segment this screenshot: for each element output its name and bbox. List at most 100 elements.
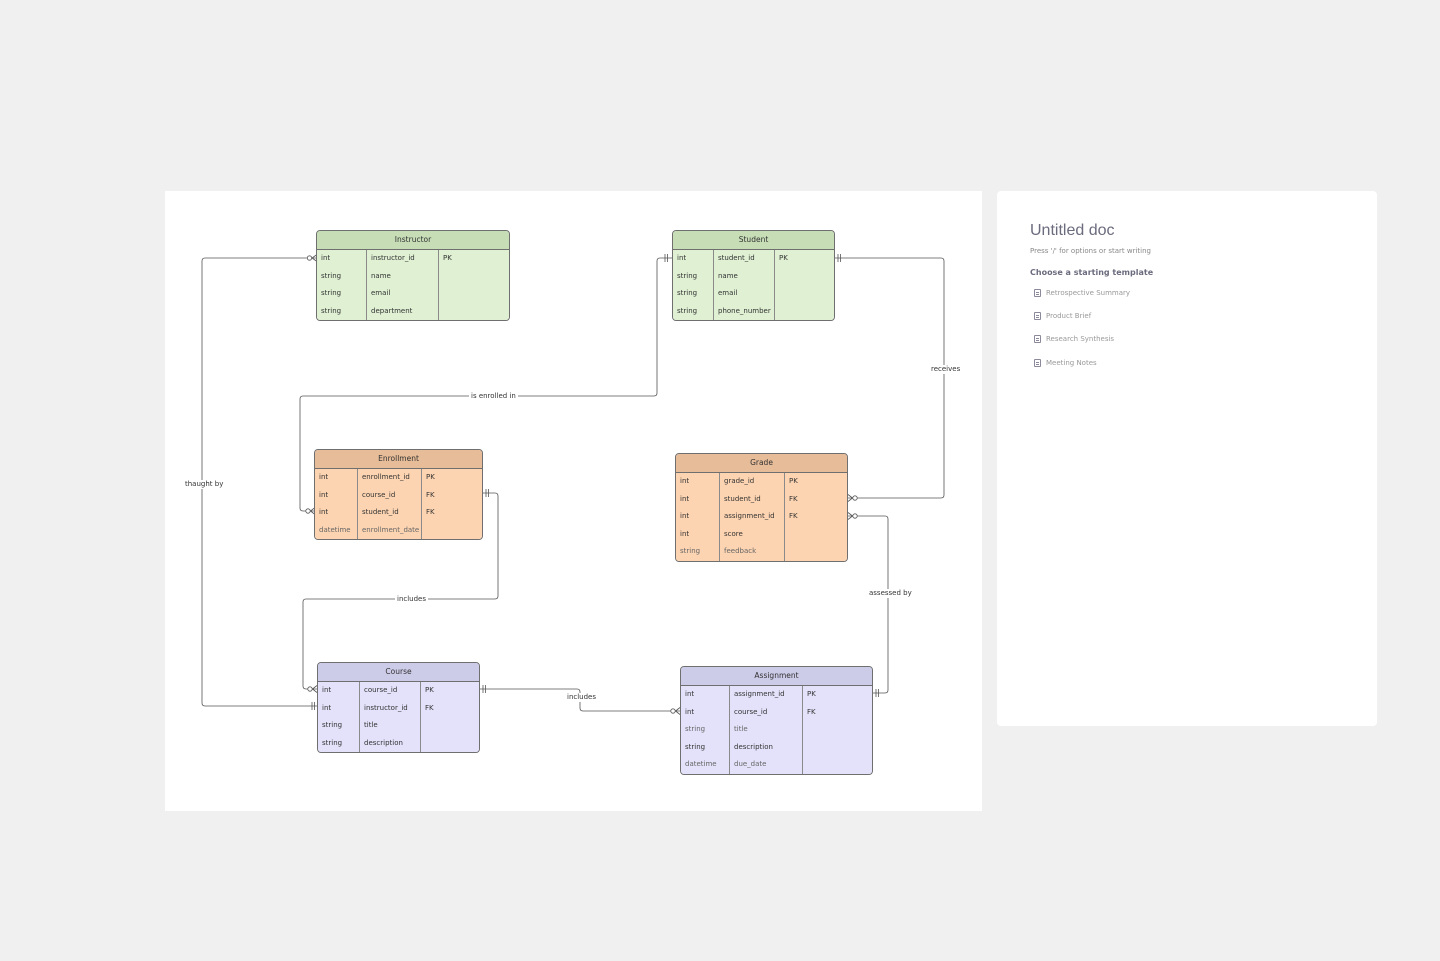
field-name: assignment_id	[734, 690, 785, 698]
field-row[interactable]: string email	[317, 285, 509, 303]
field-key: PK	[443, 254, 452, 262]
field-type: string	[321, 289, 342, 297]
column-divider	[420, 682, 421, 752]
field-name: department	[371, 306, 413, 315]
field-name: instructor_id	[364, 703, 408, 712]
field-row[interactable]: string name	[317, 268, 509, 286]
doc-title[interactable]: Untitled doc	[1030, 222, 1115, 239]
entity-title: Course	[318, 663, 479, 682]
field-name: enrollment_date	[362, 525, 420, 534]
field-type: string	[321, 271, 342, 280]
field-row[interactable]: string feedback	[676, 543, 847, 561]
field-type: int	[680, 477, 690, 485]
field-type: string	[680, 547, 701, 555]
field-name: course_id	[362, 490, 396, 499]
doc-panel: Untitled doc Press '/' for options or st…	[997, 191, 1377, 726]
field-row[interactable]: datetime enrollment_date	[315, 522, 482, 540]
column-divider	[438, 250, 439, 320]
field-type: string	[322, 721, 343, 729]
field-name: email	[718, 289, 738, 297]
field-type: int	[322, 686, 332, 694]
document-icon	[1034, 359, 1041, 367]
column-divider	[357, 469, 358, 539]
document-icon	[1034, 335, 1041, 343]
label-receives[interactable]: receives	[929, 365, 963, 374]
field-type: datetime	[319, 525, 351, 534]
field-name: title	[734, 725, 748, 733]
field-type: int	[319, 508, 329, 516]
field-row[interactable]: int instructor_id FK	[318, 700, 479, 718]
label-includes-enrollment[interactable]: includes	[395, 595, 429, 604]
field-type: string	[677, 271, 698, 280]
field-name: feedback	[724, 547, 757, 555]
field-type: int	[322, 703, 332, 712]
field-type: int	[680, 529, 690, 538]
template-label: Product Brief	[1046, 312, 1092, 320]
entity-title: Grade	[676, 454, 847, 473]
column-divider	[366, 250, 367, 320]
document-icon	[1034, 312, 1041, 320]
field-type: int	[685, 707, 695, 716]
field-key: FK	[789, 512, 798, 520]
field-key: PK	[789, 477, 798, 485]
field-key: FK	[425, 703, 434, 712]
field-name: assignment_id	[724, 512, 775, 520]
column-divider	[421, 469, 422, 539]
field-name: student_id	[724, 494, 761, 503]
field-key: PK	[807, 690, 816, 698]
field-name: name	[371, 271, 391, 280]
label-includes-assignment[interactable]: includes	[565, 693, 599, 702]
template-label: Retrospective Summary	[1046, 289, 1131, 297]
field-name: phone_number	[718, 306, 771, 315]
column-divider	[774, 250, 775, 320]
entity-title: Instructor	[317, 231, 509, 250]
field-name: email	[371, 289, 391, 297]
doc-hint[interactable]: Press '/' for options or start writing	[1030, 247, 1151, 255]
field-row[interactable]: int grade_id PK	[676, 473, 847, 491]
column-divider	[359, 682, 360, 752]
field-type: string	[685, 725, 706, 733]
field-name: course_id	[734, 707, 768, 716]
field-name: score	[724, 529, 743, 538]
field-row[interactable]: int score	[676, 526, 847, 544]
field-row[interactable]: string title	[681, 721, 872, 739]
field-name: enrollment_id	[362, 473, 410, 481]
label-thaught-by[interactable]: thaught by	[183, 480, 226, 489]
field-name: course_id	[364, 686, 398, 694]
document-icon	[1034, 289, 1041, 297]
field-type: int	[319, 473, 329, 481]
field-type: string	[685, 742, 706, 751]
label-is-enrolled-in[interactable]: is enrolled in	[469, 392, 518, 401]
field-type: string	[322, 738, 343, 747]
field-name: grade_id	[724, 477, 755, 485]
label-assessed-by[interactable]: assessed by	[867, 589, 914, 598]
